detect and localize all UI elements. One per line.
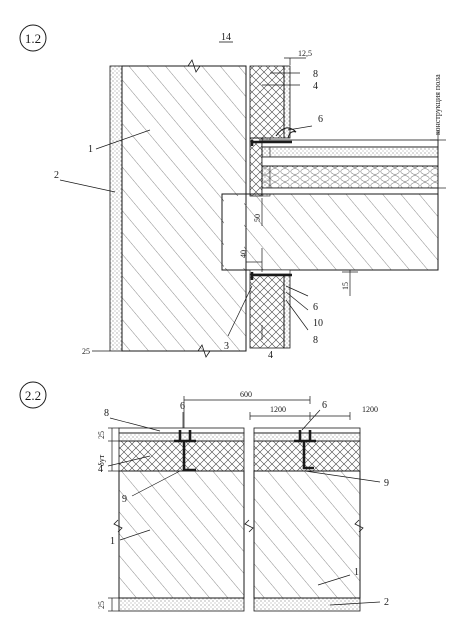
leader-2: 2 (384, 597, 389, 608)
leader-1-left: 1 (110, 536, 115, 547)
insulation-lower (249, 273, 285, 349)
leader-6-top: 6 (318, 114, 323, 125)
insulation-cornice (249, 137, 263, 197)
break-line (197, 344, 211, 358)
anchor-clip (275, 127, 297, 139)
leader-6-bottom: 6 (313, 302, 318, 313)
leader-8: 8 (104, 408, 109, 419)
leader-3: 3 (224, 341, 229, 352)
dim-600: 600 (240, 390, 252, 399)
leader-4: 4 (98, 464, 103, 475)
leaders-2-2 (107, 409, 381, 606)
dim-1200-b: 1200 (362, 405, 378, 414)
steel-bracket-upper (250, 140, 292, 146)
leader-4-bottom: 4 (268, 350, 273, 361)
detail-2-2: 2.2 (19, 381, 389, 612)
leader-9-right: 9 (384, 478, 389, 489)
dimensions-1-2 (246, 57, 446, 296)
floor-construction-note: конструкция пола (433, 74, 442, 135)
floor-slab (221, 193, 439, 271)
leader-2: 2 (54, 170, 59, 181)
dim-12-5: 12,5 (298, 49, 312, 58)
leader-10: 10 (313, 318, 323, 329)
leader-8-top: 8 (313, 69, 318, 80)
cladding-left (118, 427, 245, 434)
insulation-right (253, 440, 361, 472)
cladding-upper (283, 65, 291, 139)
bracket-right (294, 430, 316, 470)
dim-insulation-thickness: δут (97, 454, 106, 466)
cladding-right (253, 427, 361, 434)
plaster-right (253, 597, 361, 612)
floor-insulation (261, 165, 439, 189)
insulation-left (118, 440, 245, 472)
reference-number: 14 (221, 32, 231, 43)
bracket-left (174, 430, 196, 472)
leader-1-right: 1 (354, 567, 359, 578)
leader-9-left: 9 (122, 494, 127, 505)
plaster-layer (109, 65, 123, 352)
floor-layer (261, 156, 439, 167)
leader-6-left: 6 (180, 401, 185, 412)
plaster-left (118, 597, 245, 612)
break-line (187, 59, 201, 73)
dim-15: 15 (341, 282, 350, 290)
wall-left (118, 470, 245, 599)
dim-40: 40 (239, 250, 248, 258)
detail-badge-2-2: 2.2 (19, 381, 47, 409)
svg-text:2.2: 2.2 (25, 388, 41, 403)
dim-25-top: 25 (82, 347, 90, 356)
steel-bracket-lower (250, 272, 292, 280)
leader-4-top: 4 (313, 81, 318, 92)
dim-25-bottom: 25 (97, 601, 106, 609)
dimensions-2-2 (108, 396, 351, 612)
floor-base (261, 187, 439, 195)
insulation-upper (249, 65, 285, 139)
dim-25-top: 25 (97, 431, 106, 439)
dim-50: 50 (253, 214, 262, 222)
wall-right (253, 470, 361, 599)
cladding-lower (283, 273, 291, 349)
dim-1200-a: 1200 (270, 405, 286, 414)
detail-1-2: 1.2 14 (19, 24, 446, 361)
leader-8-bottom: 8 (313, 335, 318, 346)
floor-screed (261, 146, 439, 158)
leader-1: 1 (88, 144, 93, 155)
leaders-1-2 (59, 58, 313, 352)
leader-6-right: 6 (322, 400, 327, 411)
svg-text:1.2: 1.2 (25, 31, 41, 46)
detail-badge-1-2: 1.2 (19, 24, 47, 52)
